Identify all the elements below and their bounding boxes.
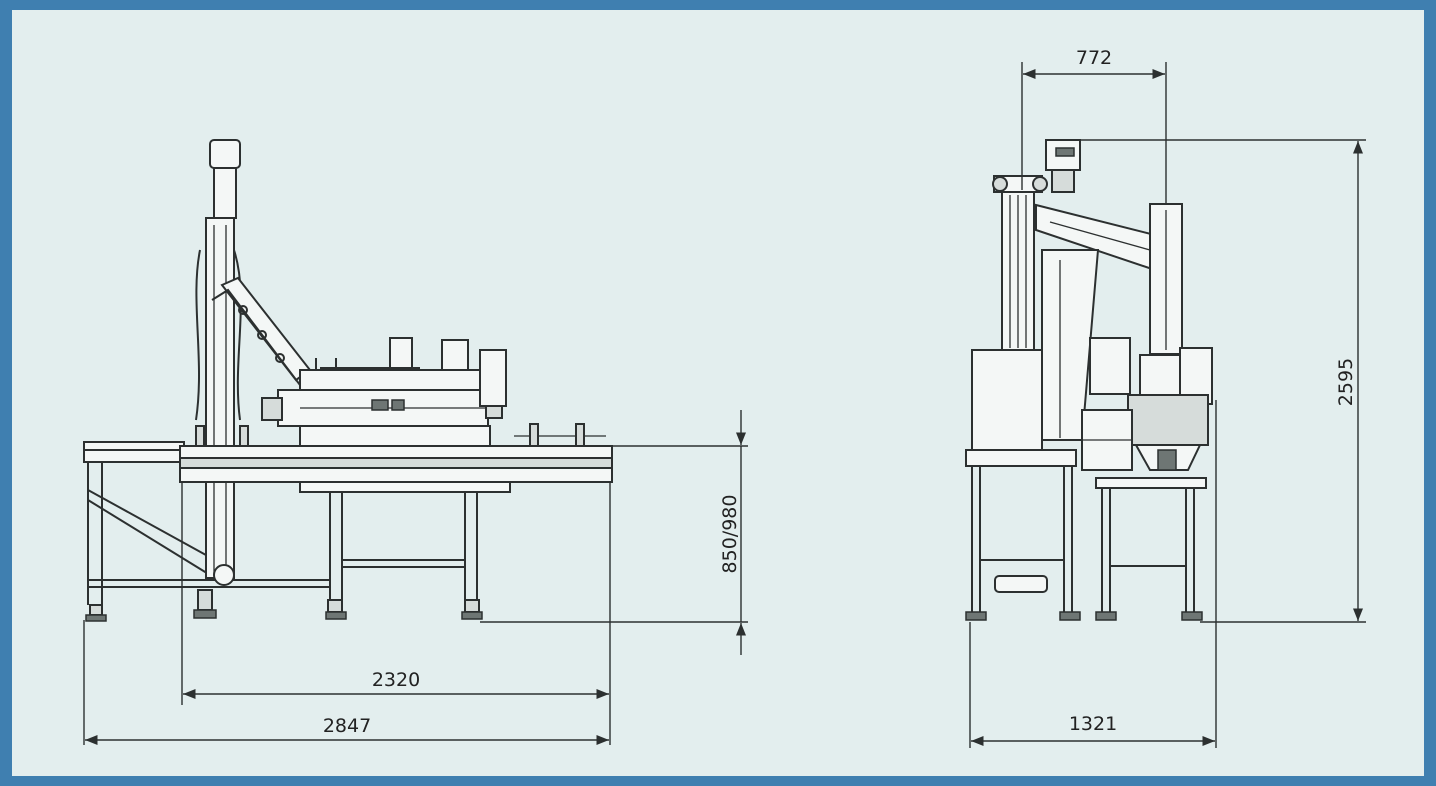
side-capping-head	[1081, 337, 1213, 471]
front-view	[83, 139, 748, 745]
side-right-table	[1095, 477, 1207, 621]
technical-drawing: 2320 2847 850/980	[83, 47, 1366, 748]
front-main-body	[261, 337, 507, 447]
front-width-2847-dimension: 2847	[85, 715, 609, 746]
side-view	[965, 62, 1366, 748]
front-conveyor	[179, 423, 613, 483]
dim-label-2847: 2847	[323, 715, 371, 737]
side-height-2595-dimension: 2595	[1335, 141, 1364, 621]
side-width-1321-dimension: 1321	[971, 713, 1215, 747]
side-width-772-dimension: 772	[1022, 47, 1165, 80]
dim-label-2595: 2595	[1335, 358, 1357, 406]
front-support-table	[299, 481, 511, 620]
side-column	[1149, 203, 1183, 355]
side-cabinet	[965, 349, 1081, 621]
dim-label-2320: 2320	[372, 669, 420, 691]
dim-label-1321: 1321	[1069, 713, 1117, 735]
front-left-table	[83, 441, 330, 622]
side-chute	[1035, 203, 1156, 441]
front-width-2320-dimension: 2320	[183, 669, 609, 700]
table-height-dimension: 850/980	[719, 410, 747, 655]
front-elevator	[193, 139, 242, 619]
side-vertical-tubes	[992, 175, 1048, 351]
dim-label-772: 772	[1076, 47, 1112, 69]
dim-label-850-980: 850/980	[719, 495, 741, 574]
drawing-frame: 2320 2847 850/980	[12, 10, 1424, 776]
side-top-motor	[1045, 139, 1081, 193]
